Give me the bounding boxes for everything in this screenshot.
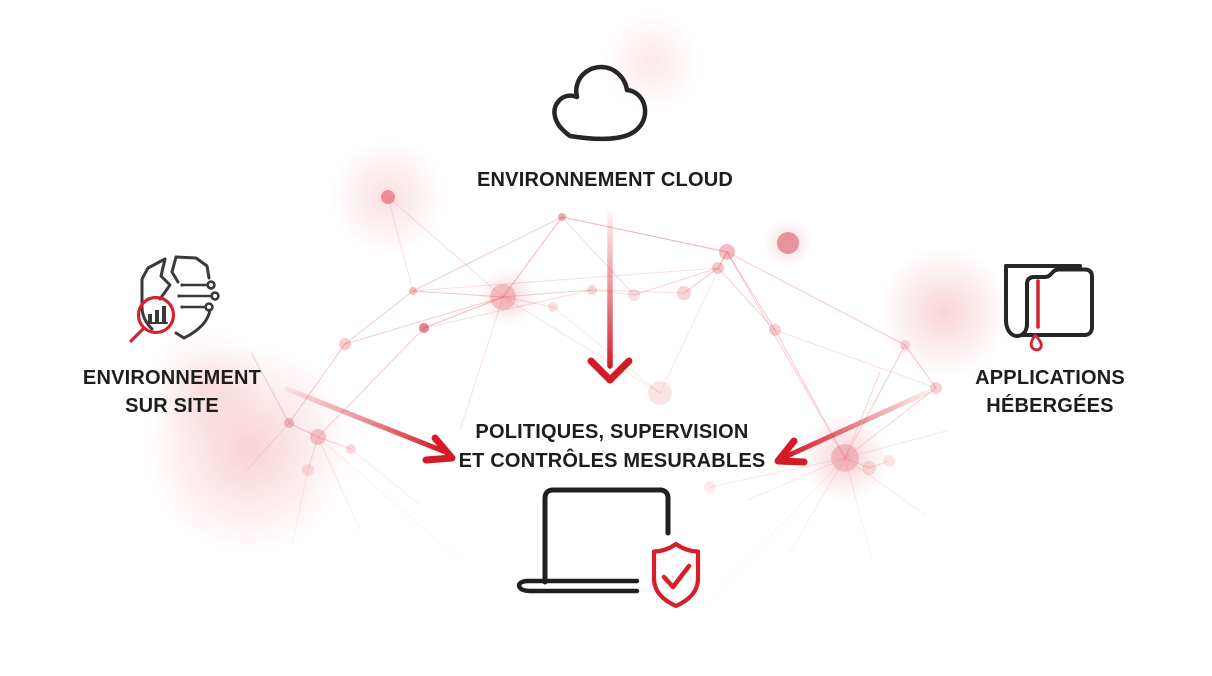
hosted-label-line1: APPLICATIONS: [975, 367, 1125, 389]
cloud-icon: [552, 64, 648, 142]
arrow-hosted-to-center: [774, 389, 931, 466]
on-site-label-line1: ENVIRONNEMENT: [82, 367, 262, 389]
hosted-label-line2: HÉBERGÉES: [986, 395, 1114, 417]
shield-circuit-magnifier-icon: [129, 255, 220, 343]
on-site-environment-label: ENVIRONNEMENT SUR SITE: [42, 364, 302, 420]
policies-supervision-label: POLITIQUES, SUPERVISION ET CONTRÔLES MES…: [412, 418, 812, 476]
cloud-environment-label: ENVIRONNEMENT CLOUD: [476, 169, 734, 191]
center-label-line1: POLITIQUES, SUPERVISION: [475, 421, 749, 443]
center-label-line2: ET CONTRÔLES MESURABLES: [458, 450, 766, 472]
folder-leak-icon: [1004, 264, 1094, 352]
hosted-applications-label: APPLICATIONS HÉBERGÉES: [930, 364, 1170, 420]
arrow-onsite-to-center: [284, 386, 456, 464]
arrow-cloud-to-center: [587, 211, 633, 384]
on-site-label-line2: SUR SITE: [125, 395, 219, 417]
laptop-icon: [516, 487, 671, 594]
shield-check-icon: [651, 541, 701, 609]
mesh-lines: [246, 196, 951, 611]
